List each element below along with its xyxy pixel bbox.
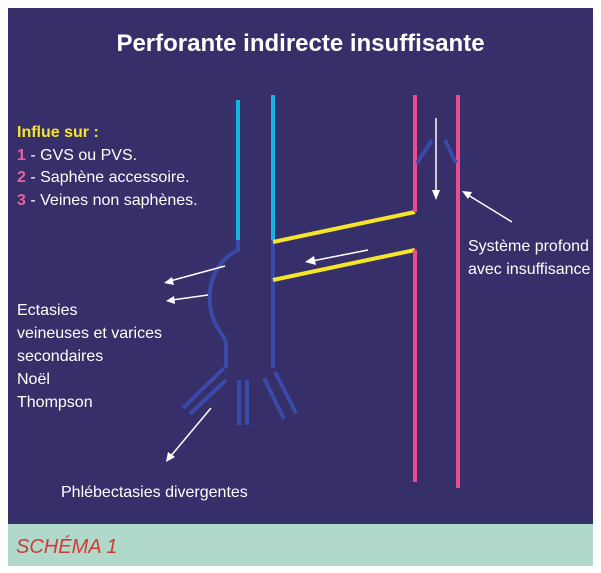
- perforator-lower-wall: [272, 248, 416, 282]
- deep-valve-left-leaflet: [415, 138, 434, 165]
- label-phlebectasies: Phlébectasies divergentes: [61, 484, 248, 501]
- label-ectasies-line1: Ectasies: [17, 302, 78, 319]
- caption-bar: SCHÉMA 1: [8, 524, 593, 566]
- caption-text: SCHÉMA 1: [16, 536, 118, 558]
- branch-left-outer: [181, 366, 226, 410]
- arrow-ectasia-lower: [166, 294, 209, 304]
- arrow-down-deep-vein: [432, 118, 440, 200]
- label-ectasies-line4: Noël: [17, 371, 50, 388]
- arrow-systeme-profond: [462, 191, 513, 223]
- deep-valve-right-leaflet: [443, 139, 458, 164]
- arrow-ectasia-upper: [164, 265, 226, 285]
- label-ectasies-line3: secondaires: [17, 348, 104, 365]
- influe-item-3-number: 3: [17, 192, 26, 209]
- superficial-vein-left-blue: [207, 240, 240, 368]
- influe-item-3: 3 - Veines non saphènes.: [17, 190, 198, 211]
- branch-right-inner: [262, 377, 286, 420]
- diagram-panel: [8, 8, 593, 524]
- label-systeme-line1: Système profond: [468, 238, 589, 255]
- influe-heading: Influe sur :: [17, 124, 99, 141]
- label-ectasies-line5: Thompson: [17, 394, 93, 411]
- influe-item-2-number: 2: [17, 169, 26, 186]
- label-systeme-line2: avec insuffisance: [468, 261, 591, 278]
- label-ectasies-line2: veineuses et varices: [17, 325, 162, 342]
- arrow-reflux-perforator: [305, 249, 369, 265]
- arrow-phlebectasies: [166, 407, 212, 462]
- diagram-title: Perforante indirecte insuffisante: [116, 30, 485, 57]
- influe-item-3-text: - Veines non saphènes.: [25, 192, 198, 209]
- influe-item-1: 1 - GVS ou PVS.: [17, 145, 137, 166]
- branch-left-inner: [188, 378, 228, 416]
- influe-item-1-text: - GVS ou PVS.: [25, 147, 138, 164]
- influe-item-2: 2 - Saphène accessoire.: [17, 167, 190, 188]
- branch-right-outer: [273, 371, 298, 414]
- influe-item-2-text: - Saphène accessoire.: [25, 169, 190, 186]
- perforator-upper-wall: [272, 210, 416, 244]
- influe-item-1-number: 1: [17, 147, 26, 164]
